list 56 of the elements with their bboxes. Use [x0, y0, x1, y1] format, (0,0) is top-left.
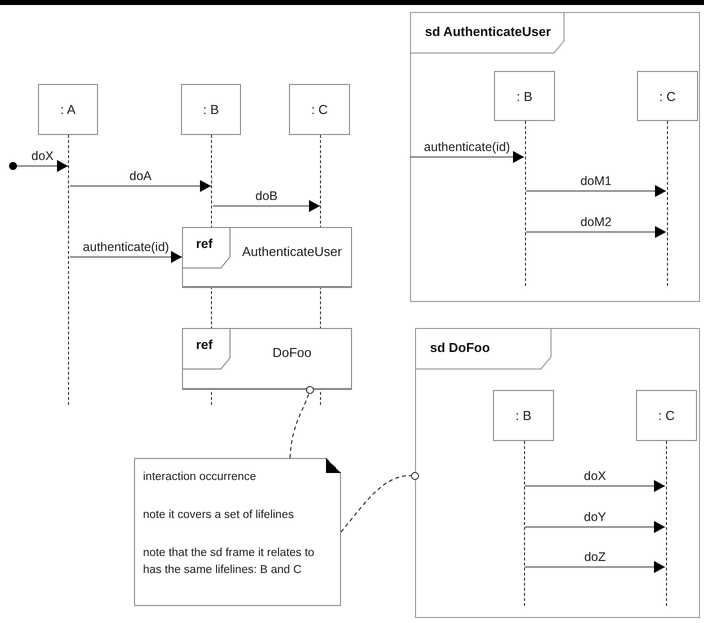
lifeline: [666, 441, 667, 606]
lifeline-head: [493, 390, 554, 441]
lifeline-name: : C: [311, 102, 328, 117]
message-arrow: [212, 200, 320, 212]
message-arrow: [70, 251, 182, 263]
lifeline: [525, 121, 526, 286]
interaction-name: AuthenticateUser: [241, 244, 343, 259]
note-box: [134, 458, 341, 606]
message-label: doY: [582, 510, 608, 524]
lifeline-head: [289, 84, 350, 135]
note-connector: [290, 386, 314, 458]
frame-tag: ref: [196, 236, 213, 251]
message-label: doX: [30, 149, 55, 163]
message-label: doM2: [579, 215, 613, 229]
message-label: doM1: [579, 174, 613, 188]
lifeline-name: : C: [659, 88, 676, 104]
lifeline: [68, 135, 69, 405]
message-arrow: [524, 521, 666, 533]
lifeline-name: : A: [60, 102, 76, 117]
frame-tag: ref: [196, 337, 213, 352]
lifeline-head: [38, 84, 98, 135]
message-label: doX: [582, 469, 608, 483]
lifeline-name: : B: [516, 88, 532, 104]
interaction-use-box: [182, 328, 352, 390]
message-label: doZ: [583, 550, 607, 564]
note-text: note that the sd frame it relates to has the same lifelines: B and C: [143, 546, 316, 578]
message-arrow: [524, 561, 666, 573]
message-arrow: [526, 185, 666, 197]
lifeline-name: : C: [658, 408, 675, 423]
message-arrow: [70, 180, 212, 192]
frame-title: sd DoFoo: [430, 340, 490, 355]
lifeline-head: [636, 390, 697, 441]
note-text: interaction occurrence: [143, 470, 258, 485]
sequence-frame: [415, 328, 700, 618]
lifeline-name: : B: [203, 102, 219, 117]
message-arrow: [16, 160, 68, 172]
message-label: doA: [128, 169, 153, 183]
message-label: authenticate(id): [422, 140, 512, 154]
note-text: note it covers a set of lifelines: [143, 508, 295, 523]
initial-dot: [9, 162, 17, 170]
message-label: authenticate(id): [82, 240, 170, 254]
frame-title: sd AuthenticateUser: [425, 24, 551, 39]
message-arrow: [410, 151, 524, 163]
sequence-frame: [410, 12, 700, 302]
lifeline: [524, 441, 525, 606]
message-label: doB: [254, 189, 279, 203]
lifeline-head: [494, 71, 555, 121]
note-connector: [340, 472, 419, 532]
interaction-name: DoFoo: [271, 345, 313, 360]
lifeline-head: [637, 71, 698, 121]
message-arrow: [526, 226, 666, 238]
message-arrow: [524, 480, 666, 492]
lifeline-name: : B: [516, 408, 532, 423]
lifeline-head: [181, 84, 241, 135]
lifeline: [667, 121, 668, 286]
interaction-use-box: [182, 227, 352, 288]
